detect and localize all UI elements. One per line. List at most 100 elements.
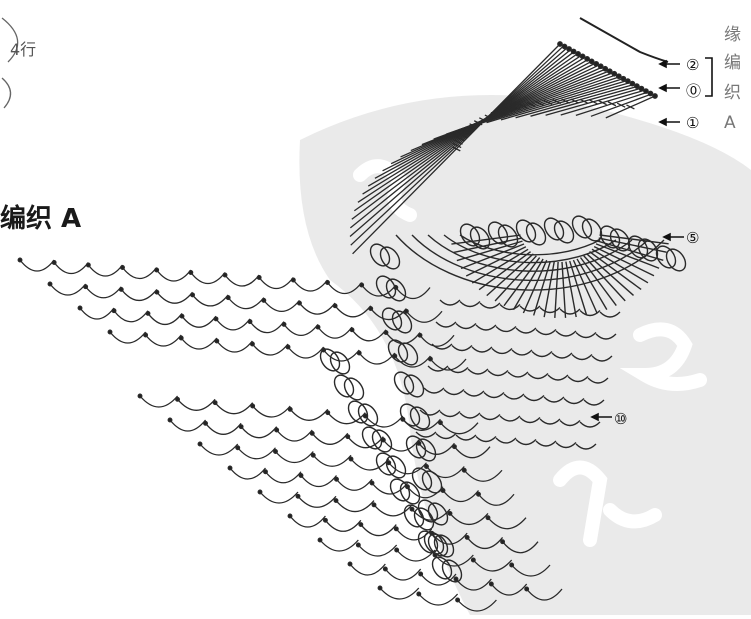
mesh-dot xyxy=(78,306,82,310)
mesh-dot xyxy=(87,263,91,267)
mesh-dot xyxy=(155,290,159,294)
mesh-loop xyxy=(298,496,336,507)
mesh-loop xyxy=(215,403,253,414)
mesh-dot xyxy=(472,558,476,562)
mesh-dot xyxy=(384,331,388,335)
mesh-dot xyxy=(425,465,429,469)
rows-label: 4行 xyxy=(10,36,36,60)
chain-dot xyxy=(639,86,643,90)
mesh-loop xyxy=(54,263,88,274)
mesh-dot xyxy=(335,477,339,481)
mesh-dot xyxy=(394,527,398,531)
mesh-dot xyxy=(465,536,469,540)
chain-dot xyxy=(617,74,621,78)
mesh-dot xyxy=(168,418,172,422)
mesh-dot xyxy=(112,309,116,313)
mesh-dot xyxy=(213,401,217,405)
mesh-loop xyxy=(193,295,229,306)
chain-dot xyxy=(580,54,584,58)
mesh-dot xyxy=(215,339,219,343)
mesh-dot xyxy=(189,271,193,275)
mesh-loop xyxy=(252,344,288,355)
mesh-dot xyxy=(121,266,125,270)
chain-dot xyxy=(558,42,562,46)
mesh-dot xyxy=(296,494,300,498)
mesh-dot xyxy=(288,514,292,518)
arrow-head xyxy=(660,119,666,125)
row-marker-0: ⓪ xyxy=(686,80,701,101)
mesh-loop xyxy=(358,545,396,556)
mesh-loop xyxy=(260,492,298,503)
mesh-loop xyxy=(361,525,396,536)
mesh-dot xyxy=(462,468,466,472)
chain-dot xyxy=(567,47,571,51)
mesh-dot xyxy=(378,586,382,590)
mesh-dot xyxy=(429,357,433,361)
mesh-dot xyxy=(448,512,452,516)
mesh-dot xyxy=(324,518,328,522)
mesh-loop xyxy=(228,298,264,309)
mesh-loop xyxy=(385,569,420,580)
mesh-loop xyxy=(290,409,328,420)
mesh-dot xyxy=(387,461,391,465)
mesh-dot xyxy=(410,507,414,511)
mesh-dot xyxy=(326,281,330,285)
mesh-dot xyxy=(357,351,361,355)
mesh-dot xyxy=(490,582,494,586)
mesh-loop xyxy=(230,468,266,479)
mesh-dot xyxy=(311,453,315,457)
chain-dot xyxy=(603,67,607,71)
mesh-dot xyxy=(334,499,338,503)
mesh-dot xyxy=(417,592,421,596)
chain-dot xyxy=(648,91,652,95)
mesh-dot xyxy=(326,411,330,415)
mesh-dot xyxy=(239,425,243,429)
mesh-loop xyxy=(324,350,360,361)
mesh-loop xyxy=(216,319,250,330)
mesh-dot xyxy=(510,563,514,567)
chain-dot xyxy=(571,49,575,53)
mesh-dot xyxy=(298,301,302,305)
mesh-dot xyxy=(48,282,52,286)
mesh-dot xyxy=(258,490,262,494)
mesh-dot xyxy=(350,328,354,332)
mesh-dot xyxy=(292,278,296,282)
chain-dot xyxy=(626,79,630,83)
mesh-dot xyxy=(214,317,218,321)
mesh-dot xyxy=(248,320,252,324)
mesh-loop xyxy=(288,347,324,358)
mesh-dot xyxy=(501,540,505,544)
mesh-loop xyxy=(170,420,206,431)
mesh-dot xyxy=(299,474,303,478)
mesh-loop xyxy=(146,335,182,346)
mesh-loop xyxy=(293,280,327,291)
mesh-loop xyxy=(290,516,325,527)
mesh-loop xyxy=(181,338,217,349)
mesh-loop xyxy=(419,594,458,605)
mesh-dot xyxy=(372,503,376,507)
mesh-dot xyxy=(486,516,490,520)
mesh-loop xyxy=(312,433,348,444)
chain-dot xyxy=(594,62,598,66)
mesh-loop xyxy=(86,287,122,298)
mesh-loop xyxy=(325,520,360,531)
mesh-dot xyxy=(453,445,457,449)
mesh-loop xyxy=(318,327,352,338)
mesh-dot xyxy=(251,404,255,408)
mesh-loop xyxy=(397,550,435,561)
mesh-loop xyxy=(157,270,191,281)
mesh-loop xyxy=(148,313,182,324)
mesh-loop xyxy=(301,476,337,487)
mesh-dot xyxy=(180,314,184,318)
mesh-dot xyxy=(318,538,322,542)
mesh-dot xyxy=(525,587,529,591)
mesh-loop xyxy=(320,540,358,551)
mesh-dot xyxy=(108,330,112,334)
mesh-dot xyxy=(204,422,208,426)
mesh-dot xyxy=(84,285,88,289)
side-label-char: A xyxy=(724,112,736,134)
mesh-dot xyxy=(191,293,195,297)
mesh-loop xyxy=(80,308,114,319)
mesh-dot xyxy=(441,489,445,493)
